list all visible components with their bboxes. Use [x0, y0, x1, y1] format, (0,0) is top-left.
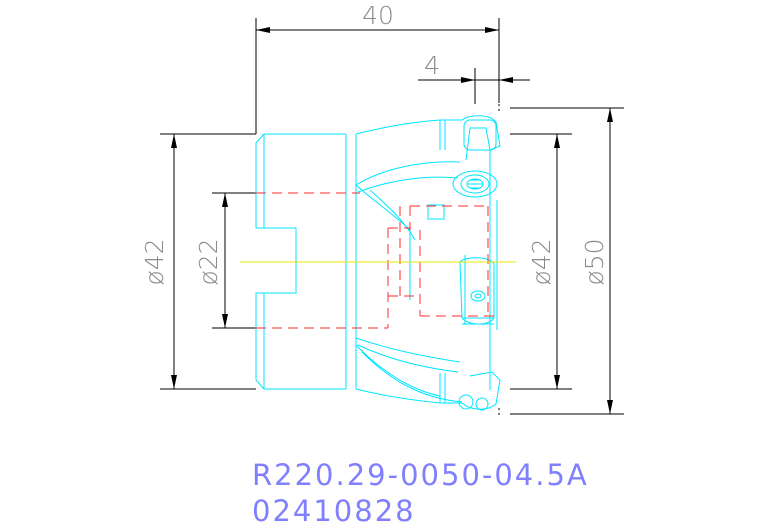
dimension-insert-offset: 4: [418, 51, 530, 104]
cutter-body-outline: [255, 115, 501, 411]
dimension-label-right-o42: ø42: [527, 238, 556, 285]
dimension-label-4: 4: [424, 51, 440, 80]
dimension-label-left-o42: ø42: [140, 238, 169, 285]
dimension-bore-diameter: ø22: [194, 192, 256, 329]
dimension-label-o50: ø50: [580, 238, 609, 285]
dimension-overall-length: 40: [255, 1, 500, 134]
item-code: 02410828: [252, 494, 416, 528]
dimension-label-40: 40: [362, 1, 394, 30]
part-number: R220.29-0050-04.5A: [252, 458, 589, 492]
hidden-bore-lines: [256, 192, 498, 329]
dimension-max-diameter: ø50: [510, 107, 624, 415]
dimension-label-o22: ø22: [194, 238, 223, 285]
dimension-left-diameter: ø42: [140, 134, 256, 390]
dimension-right-diameter: ø42: [510, 133, 572, 390]
